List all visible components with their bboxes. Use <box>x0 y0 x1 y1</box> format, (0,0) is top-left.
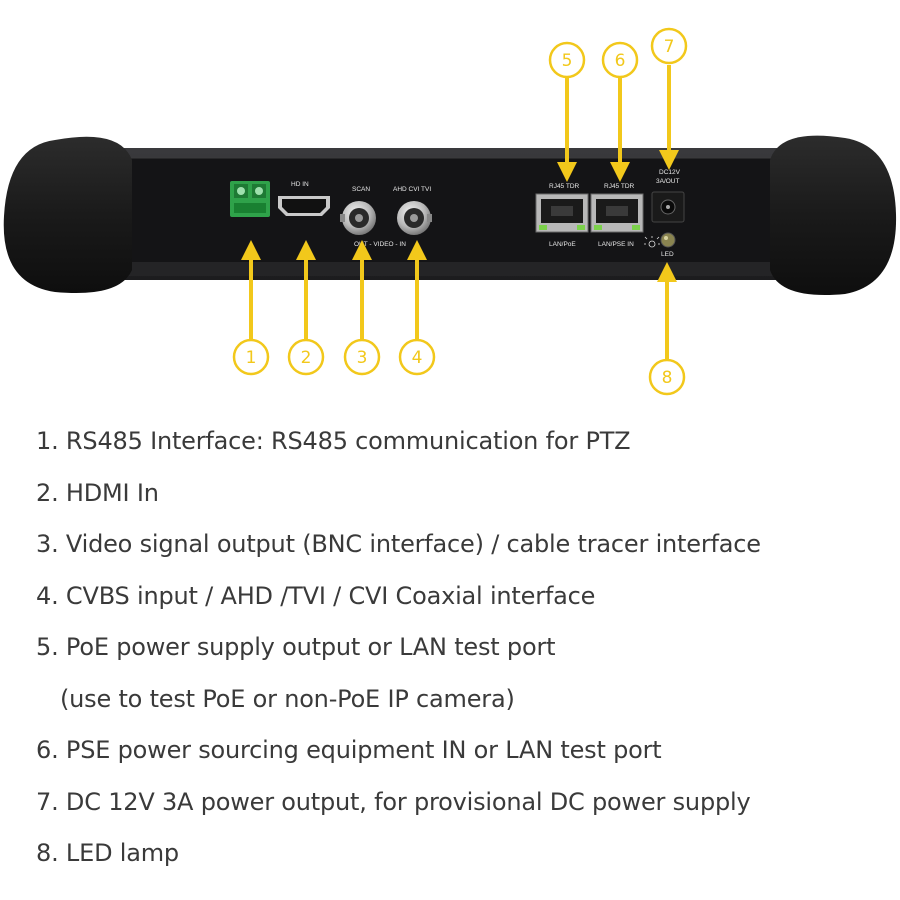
svg-text:2: 2 <box>301 348 312 368</box>
hdmi-port: HD IN <box>278 181 330 216</box>
scan-label: SCAN <box>352 186 370 193</box>
dc-12v-label: DC12V <box>659 169 681 176</box>
svg-text:3: 3 <box>357 348 368 368</box>
bulb-icon <box>644 236 660 248</box>
svg-text:7: 7 <box>664 37 675 57</box>
lan-pse-in-label: LAN/PSE IN <box>598 241 634 248</box>
legend-item-3: 3. Video signal output (BNC interface) /… <box>36 530 761 558</box>
device-figure: HD IN SCAN AHD CVI TVI OUT - VIDEO - IN … <box>3 27 897 396</box>
video-label: OUT - VIDEO - IN <box>354 241 406 248</box>
legend-item-7: 7. DC 12V 3A power output, for provision… <box>36 787 751 816</box>
port-legend: 1. RS485 Interface: RS485 communication … <box>36 416 896 880</box>
right-bumper <box>770 135 897 295</box>
legend-item-2: 2. HDMI In <box>36 478 159 507</box>
left-bumper <box>3 136 132 294</box>
svg-text:8: 8 <box>662 368 673 388</box>
svg-text:1: 1 <box>246 348 257 368</box>
svg-text:4: 4 <box>412 348 423 368</box>
lan-poe-label: LAN/PoE <box>549 241 576 248</box>
legend-item-6: 6. PSE power sourcing equipment IN or LA… <box>36 736 662 764</box>
rj45-lan-poe-port: RJ45 TDR LAN/PoE <box>535 183 589 248</box>
svg-text:6: 6 <box>615 51 626 71</box>
device-body <box>70 148 840 280</box>
dc-power-jack: DC12V 3A/OUT <box>651 169 685 223</box>
hd-in-label: HD IN <box>291 181 309 188</box>
callout-5: 5 <box>548 41 586 79</box>
led-label: LED <box>661 251 674 258</box>
callout-8: 8 <box>648 358 686 396</box>
legend-item-1: 1. RS485 Interface: RS485 communication … <box>36 427 631 455</box>
legend-item-4: 4. CVBS input / AHD /TVI / CVI Coaxial i… <box>36 581 596 610</box>
rj45-tdr-1-label: RJ45 TDR <box>549 183 580 190</box>
callout-arrows <box>241 65 679 360</box>
callout-3: 3 <box>343 338 381 376</box>
svg-text:5: 5 <box>562 51 573 71</box>
bnc-scan-connector: SCAN <box>340 186 376 235</box>
rj45-tdr-2-label: RJ45 TDR <box>604 183 635 190</box>
rs485-terminal <box>230 181 270 217</box>
callout-7: 7 <box>650 27 688 65</box>
led-lamp: LED <box>644 232 676 258</box>
ahd-cvi-tvi-label: AHD CVI TVI <box>393 186 431 193</box>
callout-6: 6 <box>601 41 639 79</box>
rj45-lan-pse-in-port: RJ45 TDR LAN/PSE IN <box>590 183 644 248</box>
callout-2: 2 <box>287 338 325 376</box>
legend-item-5-note: (use to test PoE or non-PoE IP camera) <box>60 684 515 713</box>
legend-item-8: 8. LED lamp <box>36 839 179 867</box>
callout-4: 4 <box>398 338 436 376</box>
bnc-ahd-connector: AHD CVI TVI <box>393 186 432 235</box>
legend-item-5: 5. PoE power supply output or LAN test p… <box>36 633 556 661</box>
dc-3a-out-label: 3A/OUT <box>656 178 680 185</box>
callout-1: 1 <box>232 338 270 376</box>
